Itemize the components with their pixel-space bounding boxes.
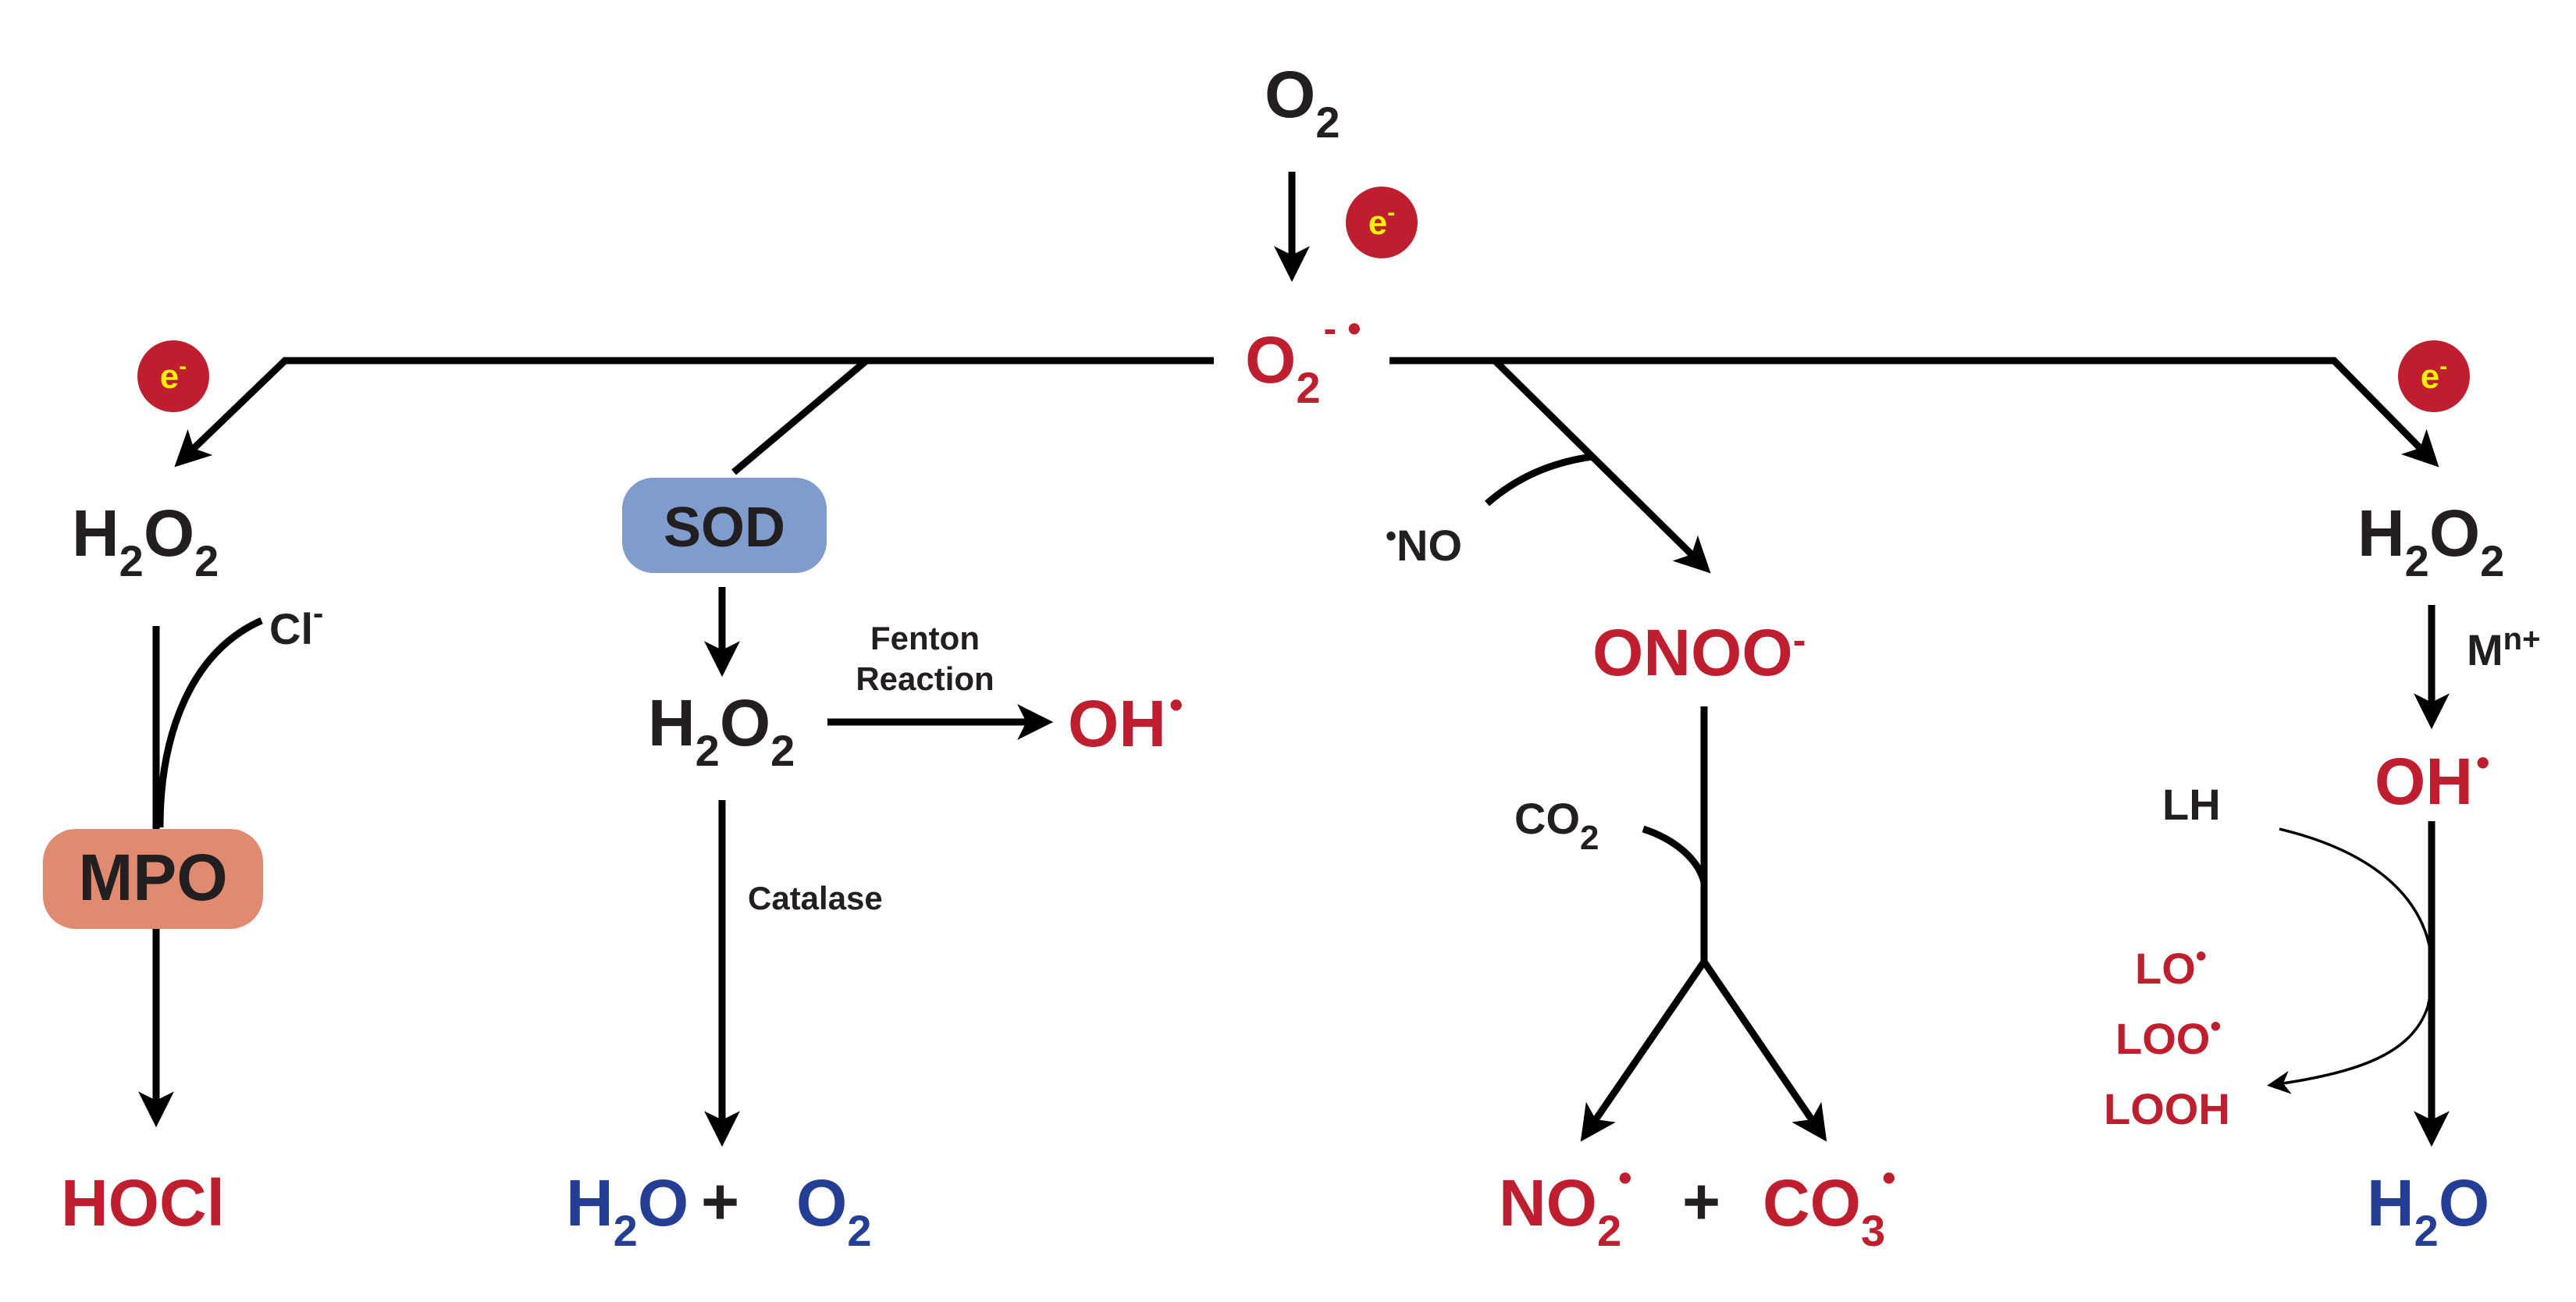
nitrogen-dioxide-label: NO2•: [1499, 1156, 1632, 1255]
electron-badge-left: e-: [137, 340, 209, 412]
fenton-label-line1: Fenton: [870, 620, 980, 656]
lipid-label: LH: [2162, 780, 2221, 829]
h2o2-right-label: H2O2: [2357, 496, 2504, 585]
hocl-label: HOCl: [61, 1166, 225, 1240]
metal-label: Mn+: [2467, 622, 2540, 674]
catalase-label: Catalase: [748, 880, 883, 916]
oxygen-label: O2: [1265, 58, 1340, 147]
svg-text:e-: e-: [160, 354, 187, 396]
looh-label: LOOH: [2104, 1084, 2230, 1133]
peroxynitrite-label: ONOO-: [1592, 616, 1806, 689]
electron-badge-top: e-: [1346, 187, 1418, 258]
svg-text:e-: e-: [2421, 354, 2447, 396]
chloride-label: Cl-: [269, 596, 323, 653]
hydroxyl-center-label: OH•: [1068, 683, 1183, 760]
arrow-to-no2: [1580, 959, 1707, 1142]
water-right-label: H2O: [2367, 1166, 2489, 1255]
chloride-curve: [156, 617, 263, 828]
loo-radical-label: LOO•: [2115, 1009, 2221, 1063]
hydroxyl-right-label: OH•: [2375, 741, 2490, 818]
arrow-to-right-h2o2: [1389, 357, 2439, 468]
mpo-label: MPO: [78, 841, 227, 914]
co2-curve: [1642, 825, 1708, 884]
plus-center: +: [701, 1165, 739, 1238]
sod-label: SOD: [664, 496, 785, 559]
electron-badge-right: e-: [2398, 340, 2470, 412]
mpo-enzyme-box: MPO: [43, 829, 263, 929]
co2-label: CO2: [1514, 794, 1599, 857]
oxygen-product-label: O2: [796, 1166, 872, 1255]
lo-radical-label: LO•: [2135, 939, 2207, 993]
sod-enzyme-box: SOD: [622, 478, 827, 573]
superoxide-label: O2-•: [1245, 307, 1361, 412]
nitric-oxide-label: •NO: [1386, 519, 1462, 570]
svg-text:e-: e-: [1368, 200, 1395, 242]
water-center-label: H2O: [566, 1166, 688, 1255]
fenton-label-line2: Reaction: [856, 660, 994, 697]
nitric-oxide-curve: [1485, 453, 1593, 507]
h2o2-center-label: H2O2: [648, 686, 795, 775]
plus-right: +: [1682, 1165, 1720, 1238]
arrow-to-peroxynitrite: [1492, 358, 1711, 574]
arrow-to-left-h2o2: [174, 357, 1214, 468]
line-to-sod: [731, 358, 869, 475]
arrow-to-co3: [1701, 959, 1827, 1142]
h2o2-left-label: H2O2: [72, 496, 219, 585]
carbonate-label: CO3•: [1763, 1156, 1896, 1255]
lipid-peroxidation-curve: [2267, 827, 2434, 1094]
